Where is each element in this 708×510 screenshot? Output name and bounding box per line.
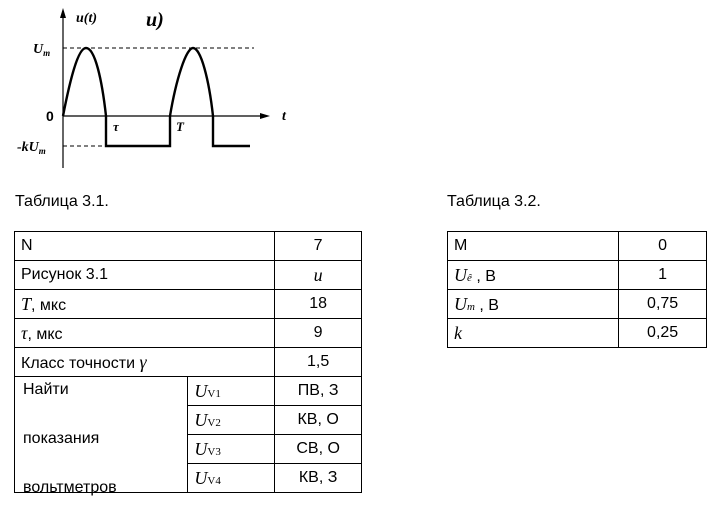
find-word: показания	[23, 430, 100, 447]
table-row: Uê , В 1	[446, 260, 707, 290]
voltmeter-symbol: UV1	[187, 376, 276, 406]
row-label: M	[446, 231, 620, 261]
find-voltmeters-cell: Найти показания вольтметров	[13, 376, 189, 496]
table-row: Um , В 0,75	[446, 289, 707, 319]
table1-caption: Таблица 3.1.	[15, 193, 109, 210]
voltmeter-value: КВ, З	[274, 463, 362, 493]
row-value: 0,25	[618, 318, 707, 348]
voltmeter-value: КВ, О	[274, 405, 362, 435]
y-axis-arrow	[60, 8, 66, 18]
row-label: Um , В	[446, 289, 620, 319]
x-axis-arrow	[260, 113, 270, 119]
table-3-1: N 7 Рисунок 3.1 u T, мкс 18 τ, мкс 9 Кла…	[13, 231, 362, 496]
row-label: τ, мкс	[13, 318, 276, 348]
table-row: τ, мкс 9	[13, 318, 362, 348]
waveform-signal	[61, 46, 250, 148]
find-word: Найти	[23, 381, 69, 398]
row-label: T, мкс	[13, 289, 276, 319]
table-row: N 7	[13, 231, 362, 261]
waveform-graph: u(t) u) t Um 0 -kUm τ T	[17, 8, 287, 168]
table-row: Найти показания вольтметров UV1 ПВ, З	[13, 376, 362, 496]
table2-caption: Таблица 3.2.	[447, 193, 541, 210]
row-label: Класс точности γ	[13, 347, 276, 377]
voltmeter-symbol: UV3	[187, 434, 276, 464]
voltmeter-value: СВ, О	[274, 434, 362, 464]
table-row: UV2 КВ, О	[15, 405, 362, 435]
table-row: k 0,25	[446, 318, 707, 348]
row-value: 18	[274, 289, 362, 319]
table-row: T, мкс 18	[13, 289, 362, 319]
row-label: Uê , В	[446, 260, 620, 290]
table-row: UV4 КВ, З	[15, 463, 362, 493]
table-row: M 0	[446, 231, 707, 261]
table-row: Рисунок 3.1 u	[13, 260, 362, 290]
table-3-2: M 0 Uê , В 1 Um , В 0,75 k 0,25	[446, 231, 707, 348]
voltmeter-symbol: UV4	[187, 463, 276, 493]
figure-letter: u)	[146, 9, 164, 31]
row-value: u	[274, 260, 362, 290]
row-value: 7	[274, 231, 362, 261]
table-row: UV3 СВ, О	[15, 434, 362, 464]
zero-level-label: 0	[46, 108, 54, 124]
x-axis-label: t	[282, 109, 287, 124]
row-label: N	[13, 231, 276, 261]
row-value: 9	[274, 318, 362, 348]
y-axis-label: u(t)	[76, 11, 97, 26]
row-value: 1	[618, 260, 707, 290]
row-value: 0,75	[618, 289, 707, 319]
table-row: Класс точности γ 1,5	[13, 347, 362, 377]
voltmeter-symbol: UV2	[187, 405, 276, 435]
row-value: 0	[618, 231, 707, 261]
row-value: 1,5	[274, 347, 362, 377]
row-label: Рисунок 3.1	[13, 260, 276, 290]
um-level-label: Um	[33, 42, 50, 58]
tau-label: τ	[113, 119, 120, 134]
neg-level-label: -kUm	[17, 140, 46, 156]
row-label: k	[446, 318, 620, 348]
find-word: вольтметров	[23, 479, 117, 496]
period-label: T	[176, 119, 185, 134]
voltmeter-value: ПВ, З	[274, 376, 362, 406]
